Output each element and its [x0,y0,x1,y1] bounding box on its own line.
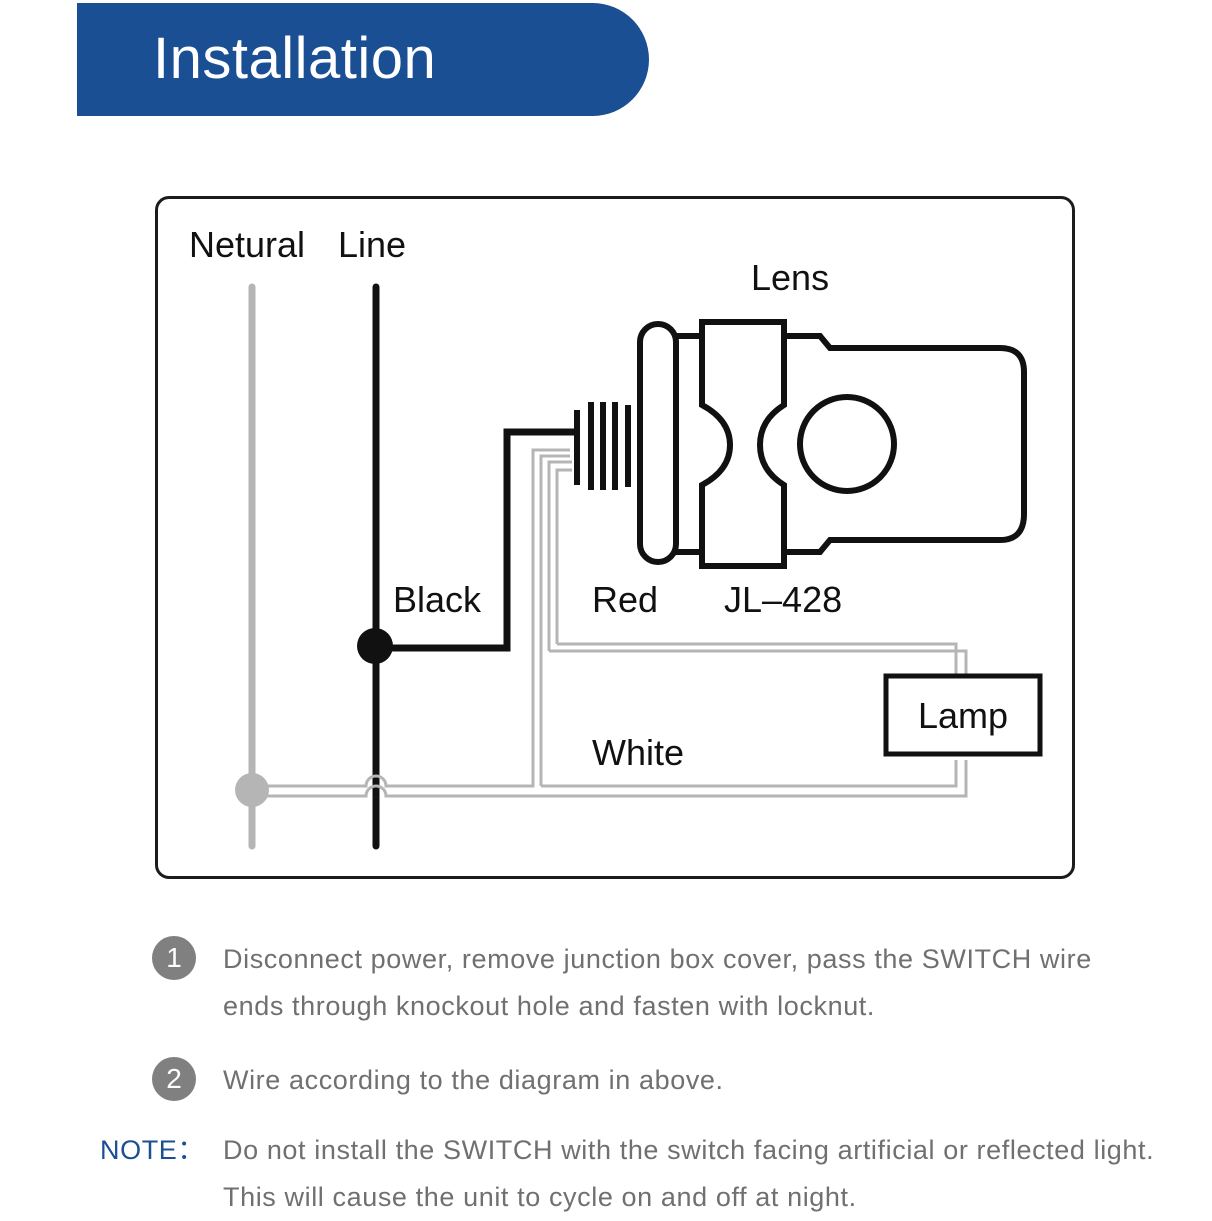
photocell-sensor [574,319,1027,569]
line-label: Line [338,224,406,265]
white-wire-label: White [592,732,684,773]
title-banner: Installation [77,3,649,116]
lens-icon [797,394,897,494]
lens-label: Lens [751,257,829,298]
step-text: Wire according to the diagram in above. [223,1065,724,1095]
step-number-badge: 1 [152,936,196,980]
line-junction-dot [357,628,393,664]
step-text: Disconnect power, remove junction box co… [223,944,1092,1021]
model-label: JL–428 [724,579,842,620]
lamp-box [883,673,1043,757]
note-text: Do not install the SWITCH with the switc… [223,1135,1155,1212]
black-wire-label: Black [393,579,482,620]
step-number-badge: 2 [152,1057,196,1101]
neutral-label: Netural [189,224,305,265]
red-wire [547,460,968,676]
wiring-diagram-frame [155,196,1075,879]
red-wire-label: Red [592,579,658,620]
note-label: NOTE： [100,1135,206,1165]
black-wire [376,428,575,652]
page-title: Installation [153,26,437,91]
lamp-label: Lamp [918,695,1008,736]
neutral-junction-dot [235,773,269,807]
white-wire [252,448,968,798]
